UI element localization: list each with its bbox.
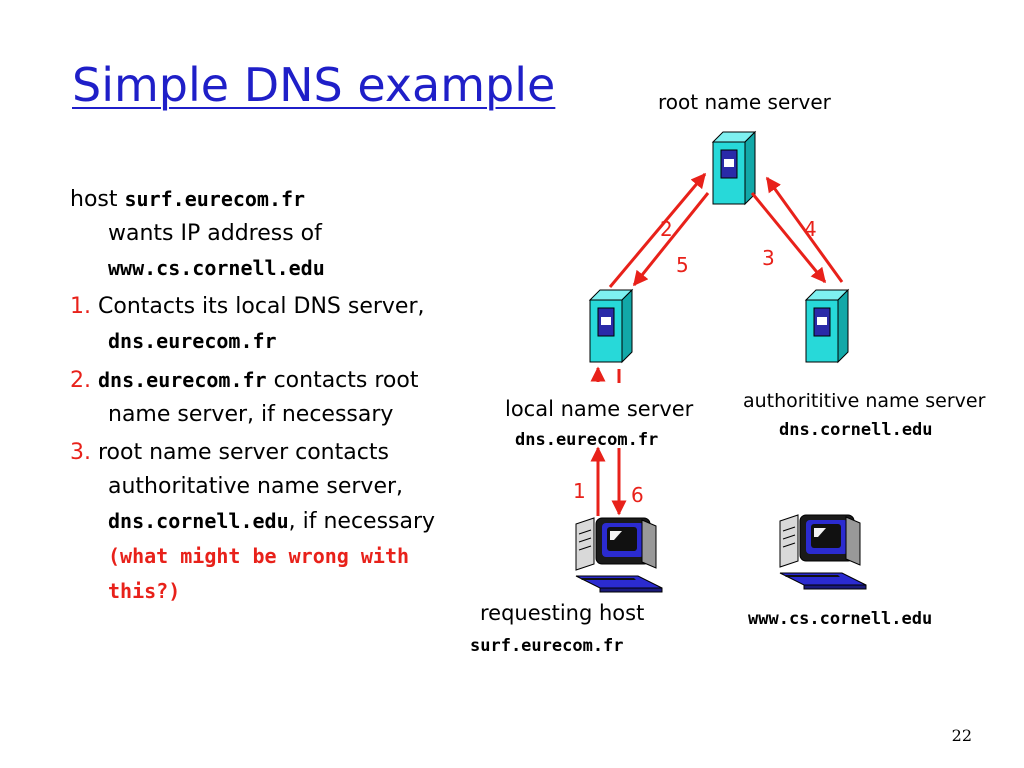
target-host-hostname: www.cs.cornell.edu (748, 609, 933, 629)
local-server-hostname: dns.eurecom.fr (515, 430, 659, 450)
step-1-bullet: 1. Contacts its local DNS server, dns.eu… (70, 290, 480, 359)
requesting-host-label: requesting host (480, 601, 645, 625)
step-2-server: dns.eurecom.fr (98, 368, 267, 392)
arrow-number-1: 1 (573, 479, 586, 503)
arrow-number-3: 3 (762, 246, 775, 270)
local-server-label: local name server (505, 397, 694, 421)
step-2-number: 2. (70, 368, 91, 393)
root-server-label: root name server (658, 90, 831, 114)
step-2-bullet: 2. dns.eurecom.fr contacts root name ser… (70, 363, 480, 432)
step-2-text: contacts root name server, if necessary (108, 368, 419, 427)
arrow-5-root-to-local (632, 192, 710, 287)
page-number: 22 (951, 726, 972, 745)
arrow-number-5: 5 (676, 253, 689, 277)
intro-host: surf.eurecom.fr (124, 187, 306, 211)
bullet-list: host surf.eurecom.fr wants IP address of w… (70, 182, 480, 613)
intro-text-2: wants IP address of (108, 221, 322, 246)
authoritative-server-label: authorititive name server (743, 390, 986, 412)
step-3-text-2: , if necessary (288, 509, 436, 534)
arrow-number-2: 2 (660, 217, 673, 241)
authoritative-server-icon (805, 289, 849, 363)
authoritative-server-hostname: dns.cornell.edu (779, 420, 933, 440)
step-1-text: Contacts its local DNS server, (98, 294, 425, 319)
requesting-host-hostname: surf.eurecom.fr (470, 636, 624, 656)
arrow-4-auth-to-root (765, 176, 844, 283)
step-3-question: (what might be wrong with this?) (108, 544, 410, 603)
arrow-3-root-to-auth (750, 192, 827, 284)
arrow-2-local-to-root (608, 172, 707, 288)
step-3-number: 3. (70, 440, 91, 465)
arrow-number-6: 6 (631, 483, 644, 507)
intro-bullet: host surf.eurecom.fr wants IP address of w… (70, 182, 480, 286)
target-host-computer-icon (779, 514, 867, 590)
intro-target: www.cs.cornell.edu (108, 256, 325, 280)
step-3-server: dns.cornell.edu (108, 509, 289, 533)
page-title: Simple DNS example (72, 58, 556, 112)
root-server-icon (712, 131, 756, 205)
step-1-number: 1. (70, 294, 91, 319)
intro-text: host (70, 187, 125, 212)
requesting-host-computer-icon (575, 517, 663, 593)
step-3-text: root name server contacts authoritative … (98, 440, 404, 499)
local-server-icon (589, 289, 633, 363)
step-1-server: dns.eurecom.fr (108, 329, 277, 353)
arrow-number-4: 4 (804, 217, 817, 241)
step-3-bullet: 3. root name server contacts authoritati… (70, 436, 480, 609)
